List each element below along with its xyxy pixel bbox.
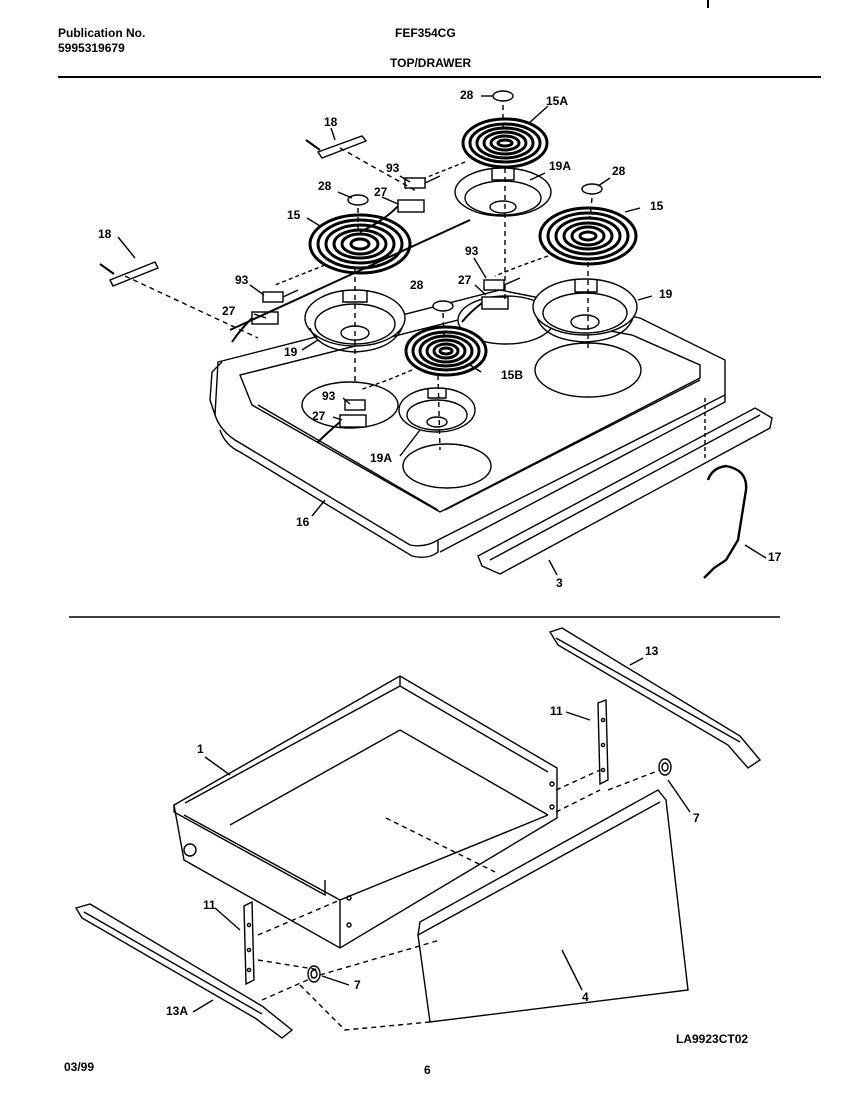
drawer-rail-13a-left: [74, 903, 294, 1039]
bracket-11-left: [243, 900, 255, 986]
section-title: TOP/DRAWER: [390, 56, 472, 70]
surface-element-15-left: [308, 213, 412, 275]
drawing-code: LA9923CT02: [676, 1032, 749, 1046]
callout-93: 93: [386, 161, 400, 175]
callout-18: 18: [324, 115, 338, 129]
callout-27: 27: [222, 304, 236, 318]
bracket-18-top: [305, 135, 368, 159]
receptacle-93: [483, 277, 521, 291]
surface-element-15b: [404, 325, 488, 377]
callout-28: 28: [612, 164, 626, 178]
footer-date: 03/99: [64, 1060, 95, 1074]
callout-13: 13: [645, 644, 659, 658]
publication-number: 5995319679: [58, 41, 125, 55]
bracket-11-right: [597, 698, 609, 786]
callout-28: 28: [318, 179, 332, 193]
cap-28: [581, 183, 603, 195]
callout-15b: 15B: [501, 368, 524, 382]
block-27: [481, 296, 509, 310]
callout-11: 11: [203, 898, 216, 912]
callout-19a: 19A: [549, 159, 572, 173]
page-number: 6: [424, 1063, 431, 1077]
block-27: [397, 199, 425, 213]
callout-27: 27: [458, 273, 472, 287]
surface-element-15a: [461, 117, 549, 169]
callout-7: 7: [354, 978, 361, 992]
drip-bowl-19-right: [532, 278, 638, 343]
receptacle-93: [404, 175, 441, 189]
callout-15: 15: [287, 208, 301, 222]
callout-28: 28: [460, 88, 474, 102]
model-number: FEF354CG: [395, 26, 456, 40]
callout-4: 4: [582, 990, 589, 1004]
surface-element-15-right: [538, 206, 638, 266]
callout-18: 18: [98, 227, 112, 241]
corner-tick: [707, 0, 709, 8]
callout-93: 93: [465, 244, 479, 258]
callout-93: 93: [322, 389, 336, 403]
burner-opening: [534, 342, 642, 398]
callout-3: 3: [556, 576, 563, 590]
callout-17: 17: [768, 550, 782, 564]
bracket-18-left: [99, 261, 159, 287]
callout-1: 1: [197, 742, 204, 756]
callout-19a: 19A: [370, 451, 393, 465]
drawer-1: [173, 675, 558, 949]
cap-28: [347, 194, 369, 206]
callout-13a: 13A: [166, 1004, 189, 1018]
drawer-rail-13-right: [548, 627, 762, 769]
cap-28: [492, 90, 514, 102]
callout-28: 28: [410, 278, 424, 292]
cap-28: [432, 300, 454, 312]
publication-label: Publication No.: [58, 26, 146, 40]
callout-93: 93: [235, 273, 249, 287]
callout-19: 19: [659, 287, 673, 301]
receptacle-93: [262, 289, 299, 303]
callout-19: 19: [284, 345, 298, 359]
callout-15a: 15A: [546, 94, 569, 108]
receptacle-93: [344, 399, 366, 411]
burner-opening: [402, 443, 492, 489]
drip-bowl-19a-front: [398, 387, 476, 433]
callout-11: 11: [550, 704, 563, 718]
drawer-front-4: [417, 789, 689, 1023]
header-rule: [58, 76, 821, 78]
roller-7-right: [658, 758, 672, 776]
roller-7-left: [307, 965, 321, 983]
callout-7: 7: [693, 811, 700, 825]
rail-3: [477, 398, 773, 575]
callout-15: 15: [650, 199, 664, 213]
drip-bowl-19a-back: [454, 167, 552, 217]
callout-27: 27: [312, 409, 326, 423]
callout-16: 16: [296, 515, 310, 529]
wire-harness-17: [703, 464, 748, 579]
block-27: [339, 414, 367, 428]
callout-27: 27: [374, 185, 388, 199]
